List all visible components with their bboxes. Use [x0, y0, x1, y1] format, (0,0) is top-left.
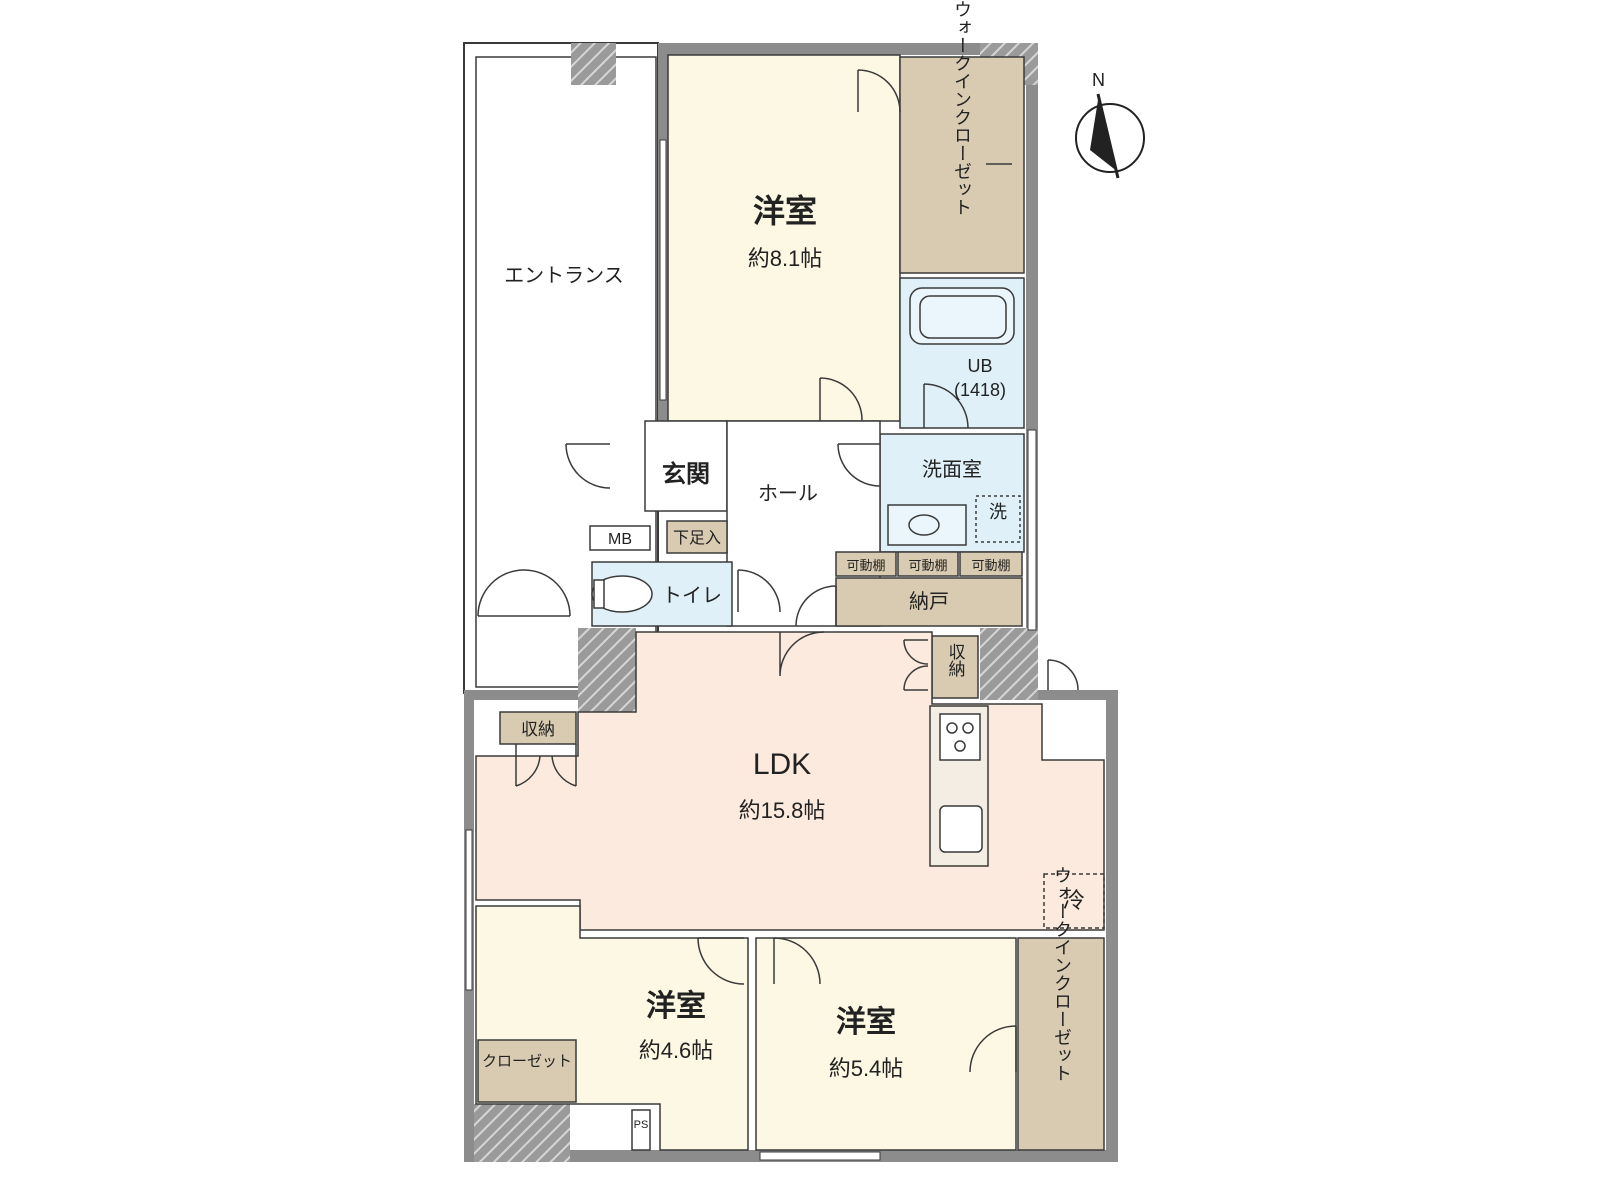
bedroom1-name: 洋室 [753, 193, 817, 229]
door-ldk[interactable] [779, 631, 825, 677]
shelf-1 [835, 551, 897, 577]
fridge-space [1043, 873, 1105, 929]
door-nando[interactable] [795, 585, 837, 627]
washbasin-counter [887, 504, 967, 546]
bathtub [909, 287, 1015, 345]
ldk-size: 約15.8帖 [739, 798, 826, 823]
shelf-2 [897, 551, 959, 577]
closet [477, 1039, 577, 1103]
compass-ring [1075, 103, 1145, 173]
toilet-bowl [591, 575, 653, 613]
bedroom3-size: 約5.4帖 [829, 1056, 904, 1081]
closet-label: クローゼット [482, 1053, 572, 1070]
fridge-label: 冷 [1063, 888, 1085, 913]
storage-top-text: 収納 [946, 643, 966, 678]
bedroom1-size: 約8.1帖 [748, 246, 823, 271]
storage-left-label: 収納 [521, 720, 555, 739]
kitchen-sink [939, 805, 983, 853]
shoe-box [666, 520, 728, 554]
window-ldk-west [465, 829, 473, 991]
wic1-label: ウォークインクローゼット [952, 0, 972, 216]
door-storage-left-a[interactable] [515, 744, 541, 787]
nando-label: 納戸 [909, 590, 949, 613]
bedroom-1 [667, 54, 901, 422]
door-bedroom2[interactable] [697, 937, 745, 985]
window-bedroom3 [759, 1151, 881, 1161]
ub-label: UB [967, 356, 992, 376]
washbasin [908, 514, 940, 536]
ub-size: (1418) [954, 380, 1006, 400]
bedroom2-size: 約4.6帖 [639, 1038, 714, 1063]
meter-box [589, 525, 651, 551]
storage-top [931, 635, 979, 699]
entrance-approach-label: エントランス [504, 265, 624, 287]
genkan [644, 420, 728, 512]
window-bedroom1 [659, 139, 667, 401]
door-balcony[interactable] [1047, 659, 1079, 691]
burner-1 [946, 722, 958, 734]
walk-in-closet-2 [1017, 937, 1105, 1151]
ps-label: PS [634, 1119, 649, 1131]
door-storage-top-a[interactable] [903, 639, 929, 665]
bedroom2-name: 洋室 [646, 989, 706, 1023]
shelf3-label: 可動棚 [971, 558, 1010, 573]
door-entry[interactable] [565, 443, 611, 489]
shoe-box-label: 下足入 [673, 530, 721, 547]
burner-2 [962, 722, 974, 734]
door-ub[interactable] [923, 383, 969, 429]
storage-left [499, 711, 577, 745]
labels: エントランス 洋室 約8.1帖 ウォークインクローゼット UB (1418) 洗… [482, 0, 1085, 1131]
compass: N [1075, 70, 1145, 179]
bedroom-3 [755, 937, 1017, 1151]
compass-north-label: N [1092, 70, 1105, 90]
wic1-label-text: ウォークインクローゼット [952, 0, 972, 216]
door-bedroom3[interactable] [773, 937, 821, 985]
shelf1-label: 可動棚 [846, 558, 885, 573]
toilet-label: トイレ [662, 585, 722, 607]
washroom-label: 洗面室 [922, 458, 982, 481]
door-wic1[interactable] [857, 69, 901, 113]
door-washroom[interactable] [837, 443, 881, 487]
walk-in-closet-1 [899, 56, 1025, 274]
toilet-tank [593, 579, 605, 609]
stove [939, 713, 981, 761]
shelf2-label: 可動棚 [908, 558, 947, 573]
compass-arrow [1090, 100, 1118, 172]
nando [835, 577, 1023, 627]
washer-area [975, 495, 1021, 543]
windows [465, 139, 1037, 1161]
hall-label: ホール [758, 483, 818, 505]
door-approach-2[interactable] [523, 569, 571, 617]
door-bedroom1[interactable] [819, 377, 863, 422]
door-storage-left-b[interactable] [551, 744, 577, 787]
door-toilet[interactable] [737, 569, 781, 613]
genkan-label: 玄関 [662, 460, 710, 488]
door-wic2[interactable] [969, 1025, 1017, 1073]
door-approach-1[interactable] [477, 569, 525, 617]
burner-3 [954, 740, 966, 752]
wic2-label: ウォークインクローゼット [1052, 866, 1072, 1082]
room-fills [475, 54, 1105, 1151]
bedroom3-name: 洋室 [836, 1005, 896, 1039]
pipe-space [631, 1109, 651, 1151]
bathtub-inner [919, 295, 1007, 339]
shelf-3 [959, 551, 1023, 577]
doors [477, 69, 1079, 1073]
mb-label: MB [608, 531, 632, 548]
washer-label: 洗 [989, 502, 1007, 522]
fixtures [591, 163, 1105, 929]
door-storage-top-b[interactable] [903, 665, 929, 691]
ldk-name: LDK [753, 748, 811, 781]
window-washroom [1027, 429, 1037, 631]
storage-top-label: 収納 [946, 643, 966, 678]
wic2-label-text: ウォークインクローゼット [1052, 866, 1072, 1082]
